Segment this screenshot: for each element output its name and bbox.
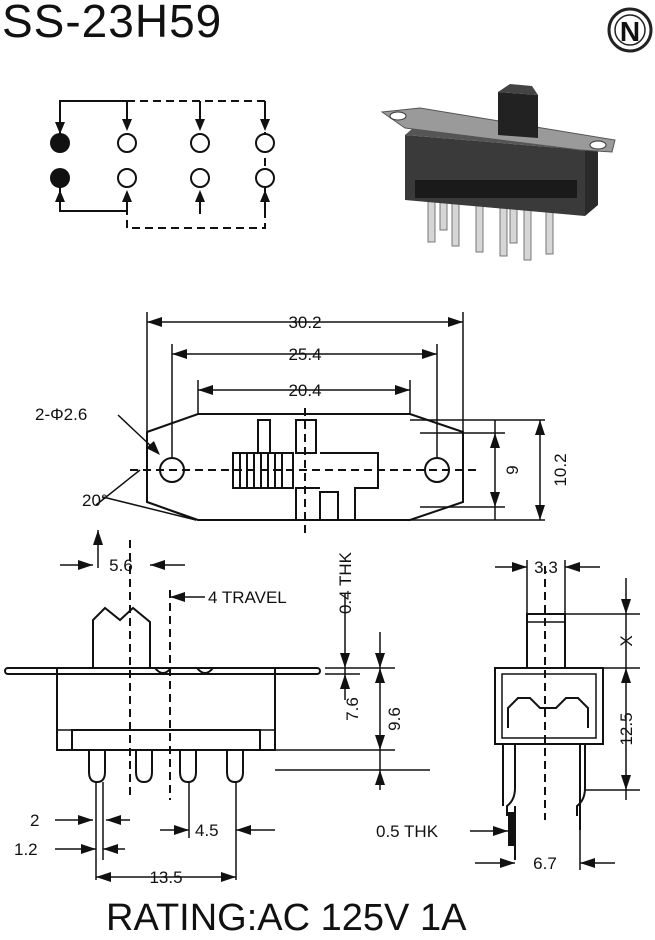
dim-actuator-thickness: 3.3 xyxy=(534,558,558,577)
dimension-arrows xyxy=(55,317,631,882)
dim-body-height: 7.6 xyxy=(343,697,362,721)
dim-hole-callout: 2-Φ2.6 xyxy=(35,405,87,424)
dim-pin-width: 2 xyxy=(30,811,39,830)
dim-total-height: 9.6 xyxy=(385,707,404,731)
dim-pin-span: 13.5 xyxy=(149,868,182,887)
dim-height-outer: 10.2 xyxy=(551,453,570,486)
solder-pins xyxy=(88,750,244,880)
pin-schematic xyxy=(50,100,275,229)
dim-pin-thickness: 1.2 xyxy=(14,840,38,859)
dim-pin-pitch: 4.5 xyxy=(195,821,219,840)
model-title: SS-23H59 xyxy=(2,0,223,47)
dim-chamfer-angle: 20° xyxy=(82,491,108,510)
pin-open xyxy=(117,133,137,153)
dim-plate-thickness: 0.4 THK xyxy=(336,551,355,614)
manufacturer-logo: N xyxy=(607,7,653,53)
product-photo xyxy=(380,84,616,261)
dim-travel: 4 TRAVEL xyxy=(208,588,287,607)
pin-open xyxy=(255,168,275,188)
pin-common-top xyxy=(50,133,70,153)
pin-open xyxy=(117,168,137,188)
actuator-knob xyxy=(92,606,151,668)
dim-overall-length: 30.2 xyxy=(288,313,321,332)
dim-body-length: 20.4 xyxy=(288,381,321,400)
dim-height-inner: 9 xyxy=(503,465,522,474)
dim-pin-length: 12.5 xyxy=(617,712,636,745)
side-view-drawing xyxy=(4,540,430,880)
pin-common-bottom xyxy=(50,168,70,188)
rating-footer: RATING:AC 125V 1A xyxy=(106,897,467,939)
dim-row-spacing: 6.7 xyxy=(533,854,557,873)
dim-pin-thk: 0.5 THK xyxy=(376,822,439,841)
top-view-drawing xyxy=(95,312,545,538)
end-view-drawing xyxy=(494,560,640,870)
slider-actuator xyxy=(232,419,379,521)
logo-letter: N xyxy=(620,16,640,47)
pin-open xyxy=(190,133,210,153)
dim-actuator-width: 5.6 xyxy=(109,556,133,575)
dim-actuator-height: X xyxy=(617,635,636,646)
dim-mount-pitch: 25.4 xyxy=(288,345,321,364)
pin-open xyxy=(255,133,275,153)
pin-open xyxy=(190,168,210,188)
